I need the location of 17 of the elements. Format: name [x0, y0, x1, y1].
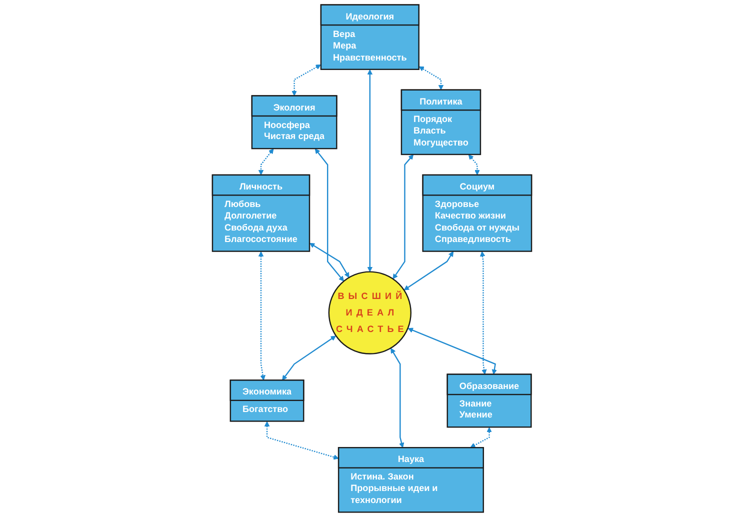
arrow [470, 427, 492, 448]
arrow [292, 64, 321, 96]
arrow [258, 148, 274, 176]
arrow [309, 242, 350, 278]
arrow [282, 336, 336, 380]
arrow [404, 251, 454, 290]
node-circle: ВЫСШИЙ ИДЕАЛ СЧАСТЬЕ [328, 271, 412, 354]
arrow [408, 328, 497, 375]
arrow [258, 251, 266, 380]
arrow [390, 348, 404, 448]
arrow [314, 148, 344, 282]
arrow [392, 154, 414, 280]
arrow [367, 69, 373, 272]
arrow [468, 154, 480, 176]
arrow [480, 251, 487, 375]
arrow [418, 66, 444, 90]
arrow [264, 421, 339, 460]
